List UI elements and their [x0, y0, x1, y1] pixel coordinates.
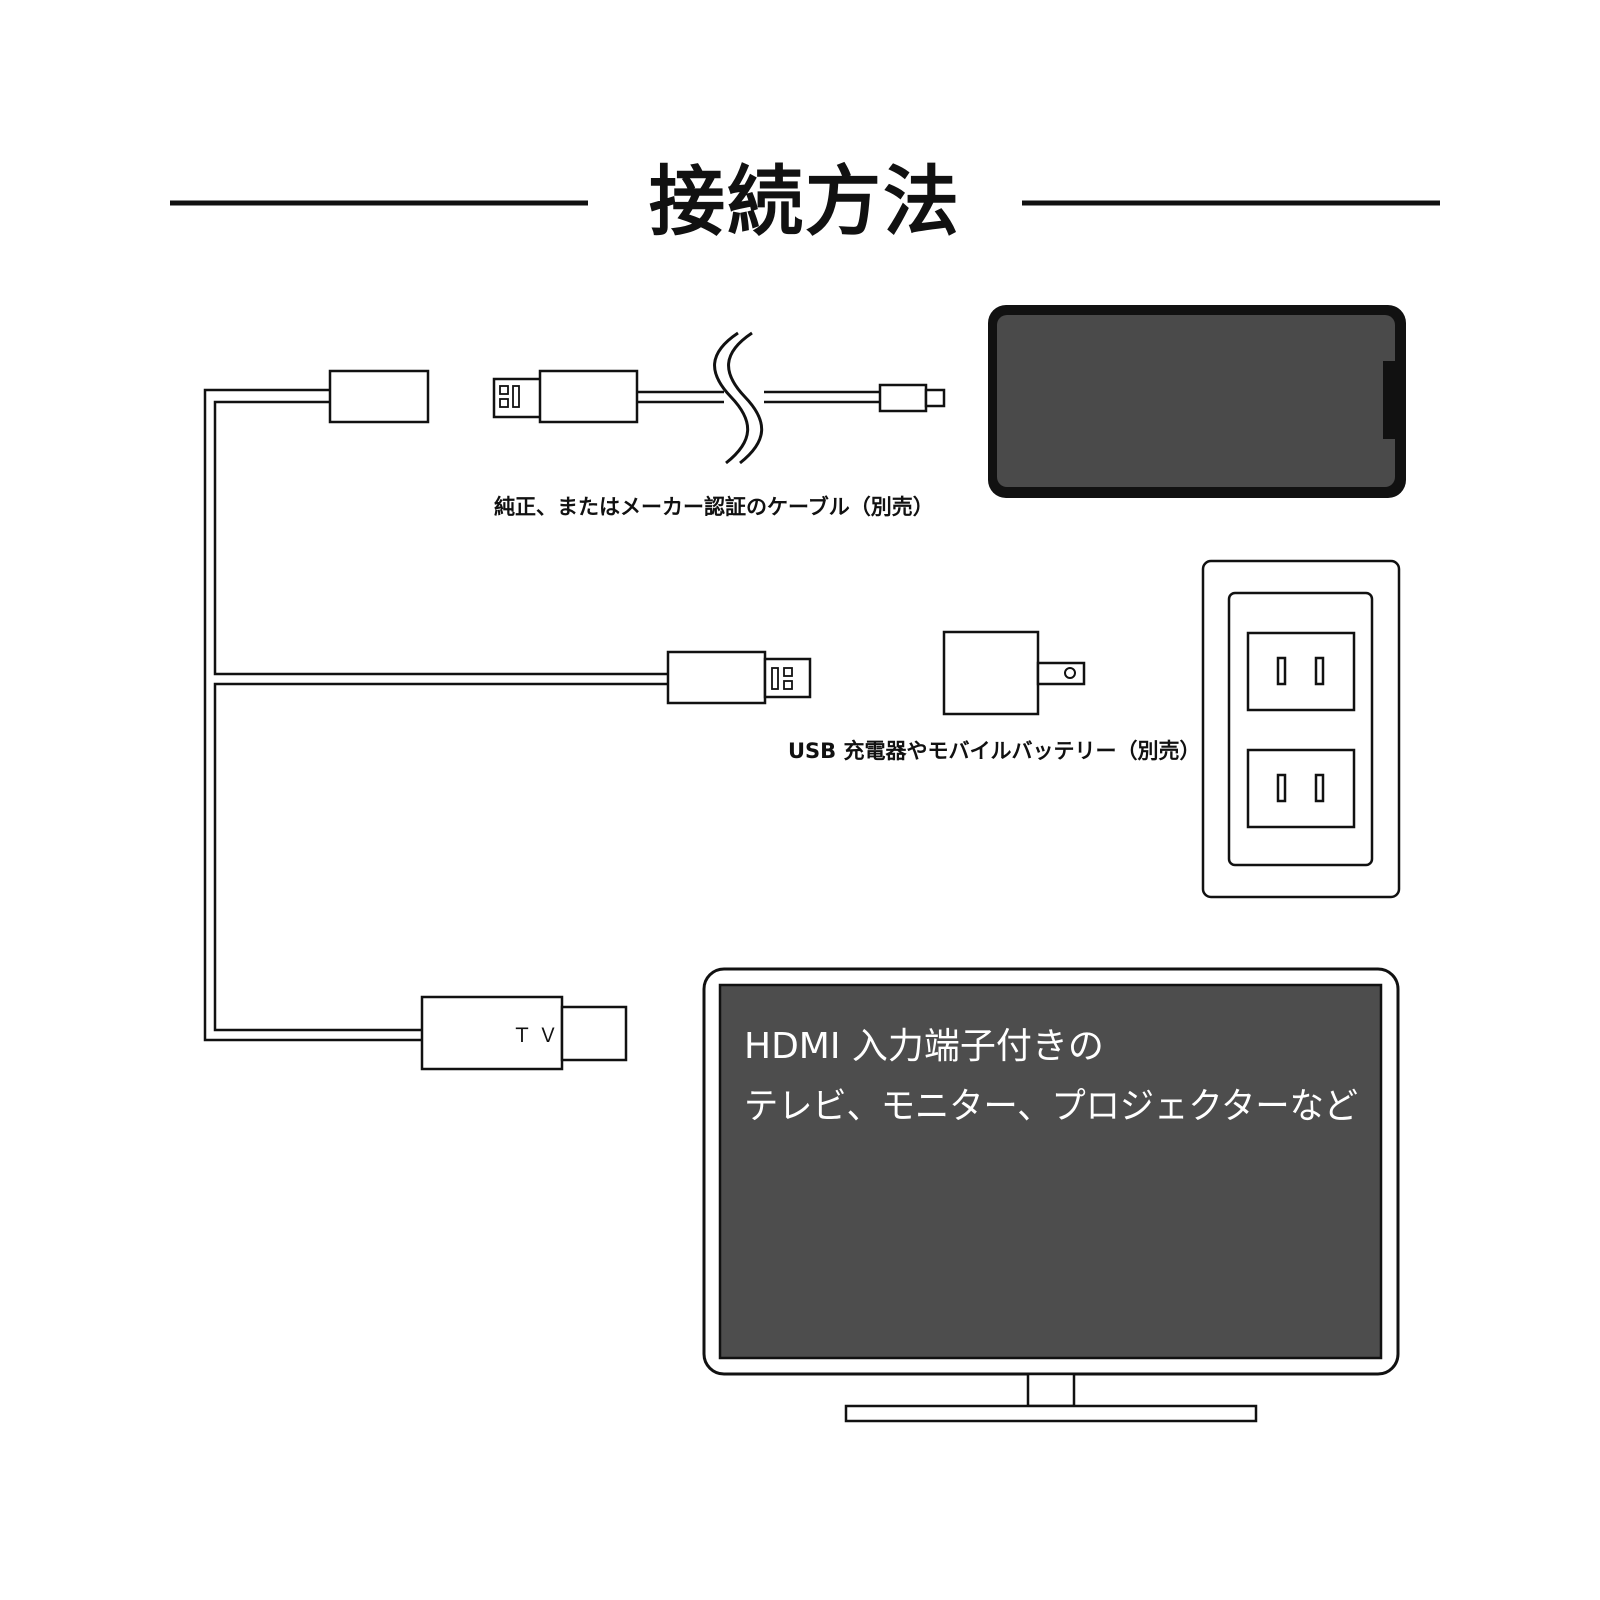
- hdmi-plug-tip: [560, 1005, 628, 1062]
- cable-break-icon: [727, 331, 764, 465]
- cable-caption: 純正、またはメーカー認証のケーブル（別売）: [494, 495, 934, 519]
- outlet-socket-top: [1246, 631, 1356, 712]
- wall-outlet: [1201, 559, 1401, 899]
- tv-stand-neck: [1026, 1372, 1076, 1408]
- lightning-cable: [492, 330, 946, 465]
- tv-screen-line1: HDMI 入力端子付きの: [744, 1026, 1104, 1067]
- phone-notch: [1383, 361, 1397, 439]
- tv-screen-line2: テレビ、モニター、プロジェクターなど: [744, 1086, 1358, 1127]
- lightning-plug-body: [878, 383, 928, 413]
- tv-screen: [718, 983, 1383, 1360]
- lightning-female-connector: [328, 369, 430, 424]
- charger-body: [942, 630, 1040, 716]
- hdmi-plug-label: ＴＶ: [512, 1023, 564, 1047]
- splitter-cable: [203, 388, 668, 1042]
- lightning-plug-tip: [924, 388, 946, 408]
- usb-charger: [942, 630, 1086, 716]
- tv-stand-base: [844, 1404, 1258, 1423]
- television: [702, 967, 1400, 1423]
- hdmi-plug-body: [420, 995, 564, 1071]
- hdmi-plug: [420, 995, 628, 1071]
- usb-power-plug: [666, 650, 812, 705]
- smartphone: [988, 305, 1406, 498]
- charger-caption: USB 充電器やモバイルバッテリー（別売）: [788, 739, 1201, 763]
- usb-power-plug-body: [666, 650, 767, 705]
- phone-screen: [997, 315, 1395, 487]
- outlet-socket-bottom: [1246, 748, 1356, 829]
- charger-prong: [1036, 661, 1086, 686]
- usb-a-plug-body: [538, 369, 639, 424]
- page-title: 接続方法: [649, 157, 961, 246]
- title-group: 接続方法: [170, 157, 1440, 246]
